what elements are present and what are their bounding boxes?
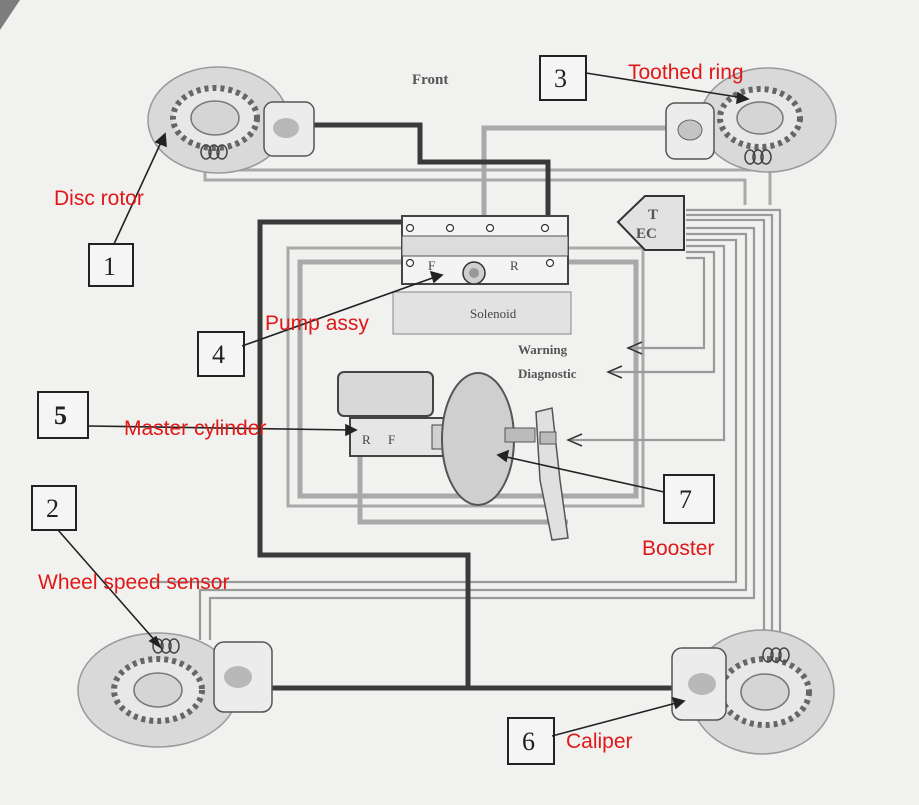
wheel-rear-left	[77, 632, 273, 748]
diagnostic-arrow	[606, 365, 623, 379]
booster-unit	[441, 372, 569, 541]
label-booster: Booster	[642, 537, 714, 560]
callout-5: 5	[37, 391, 89, 439]
caliper-piston-front-left	[273, 118, 299, 138]
label-pump-assy: Pump assy	[265, 312, 369, 335]
callout-6: 6	[507, 717, 555, 765]
brake-lines	[257, 122, 672, 691]
wheel-speed-sensor-front-left	[200, 144, 228, 160]
brake-line-front-left	[313, 122, 551, 218]
hub-front-right	[736, 101, 784, 135]
pedal-switch	[539, 431, 557, 445]
caliper-piston-rear-left	[224, 666, 252, 688]
part-labels: Disc rotor Toothed ring Pump assy Master…	[38, 61, 744, 753]
leader-lines	[57, 72, 750, 737]
label-caliper: Caliper	[566, 730, 633, 753]
pedal-arrow	[566, 433, 583, 447]
master-cylinder-reservoir	[337, 371, 434, 417]
callout-6-number: 6	[522, 727, 535, 756]
callout-5-number: 5	[54, 401, 67, 430]
callout-2-number: 2	[46, 494, 59, 523]
ecu-arrow-shape	[616, 195, 685, 251]
label-wheel-speed-sensor: Wheel speed sensor	[38, 571, 229, 594]
callout-3: 3	[539, 55, 587, 101]
callout-1-number: 1	[103, 252, 116, 281]
leader-6	[551, 701, 681, 737]
front-right-wire	[481, 125, 668, 218]
pump-port-f: F	[428, 258, 435, 273]
label-toothed-ring: Toothed ring	[628, 61, 744, 84]
leader-1	[113, 137, 164, 245]
label-disc-rotor: Disc rotor	[54, 187, 144, 210]
mc-wire	[357, 452, 568, 525]
brake-booster	[441, 372, 515, 506]
label-master-cylinder: Master cylinder	[124, 417, 266, 440]
caliper-piston-rear-right	[688, 673, 716, 695]
number-boxes: 1 2 3 4 5 6 7	[31, 55, 715, 765]
booster-pushrod	[504, 427, 536, 443]
caliper-piston-front-right	[677, 119, 703, 141]
mc-port-f: F	[388, 432, 395, 447]
signal-arrows	[566, 341, 643, 447]
wheel-rear-right	[671, 629, 835, 755]
solenoid-label: Solenoid	[470, 306, 517, 321]
leader-7	[501, 455, 665, 493]
leader-3	[585, 72, 745, 99]
warning-arrow	[626, 341, 643, 355]
wheel-front-right	[665, 67, 837, 173]
ecu-block: T EC	[616, 195, 685, 251]
callout-1: 1	[88, 243, 134, 287]
warning-text: Warning	[518, 342, 568, 357]
brake-line-rear-left	[257, 219, 471, 691]
hub-rear-right	[740, 673, 790, 711]
callout-4: 4	[197, 331, 245, 377]
callout-4-number: 4	[212, 340, 225, 369]
mc-port-r: R	[362, 432, 371, 447]
pump-motor-base	[392, 291, 572, 335]
diagnostic-text: Diagnostic	[518, 366, 577, 381]
hub-rear-left	[133, 672, 183, 708]
pump-valve-row	[401, 235, 569, 257]
callout-3-number: 3	[554, 64, 567, 93]
wheel-front-left	[147, 66, 315, 174]
ecu-harness	[150, 208, 782, 645]
callout-7-number: 7	[679, 485, 692, 514]
leader-4	[241, 275, 439, 347]
callout-2: 2	[31, 485, 77, 531]
leader-2	[57, 529, 159, 645]
front-text: Front	[412, 72, 448, 88]
wheel-speed-sensor-front-right	[744, 149, 772, 165]
hub-front-left	[190, 100, 240, 136]
leader-5	[87, 425, 353, 431]
wheel-speed-sensor-rear-left	[152, 638, 180, 654]
ecu-label-t: T	[648, 207, 658, 223]
pump-port-r: R	[510, 258, 519, 273]
wheel-speed-sensor-rear-right	[762, 647, 790, 663]
pump-assembly: Solenoid F R	[392, 215, 572, 335]
callout-7: 7	[663, 474, 715, 524]
ecu-label-ec: EC	[636, 226, 657, 242]
